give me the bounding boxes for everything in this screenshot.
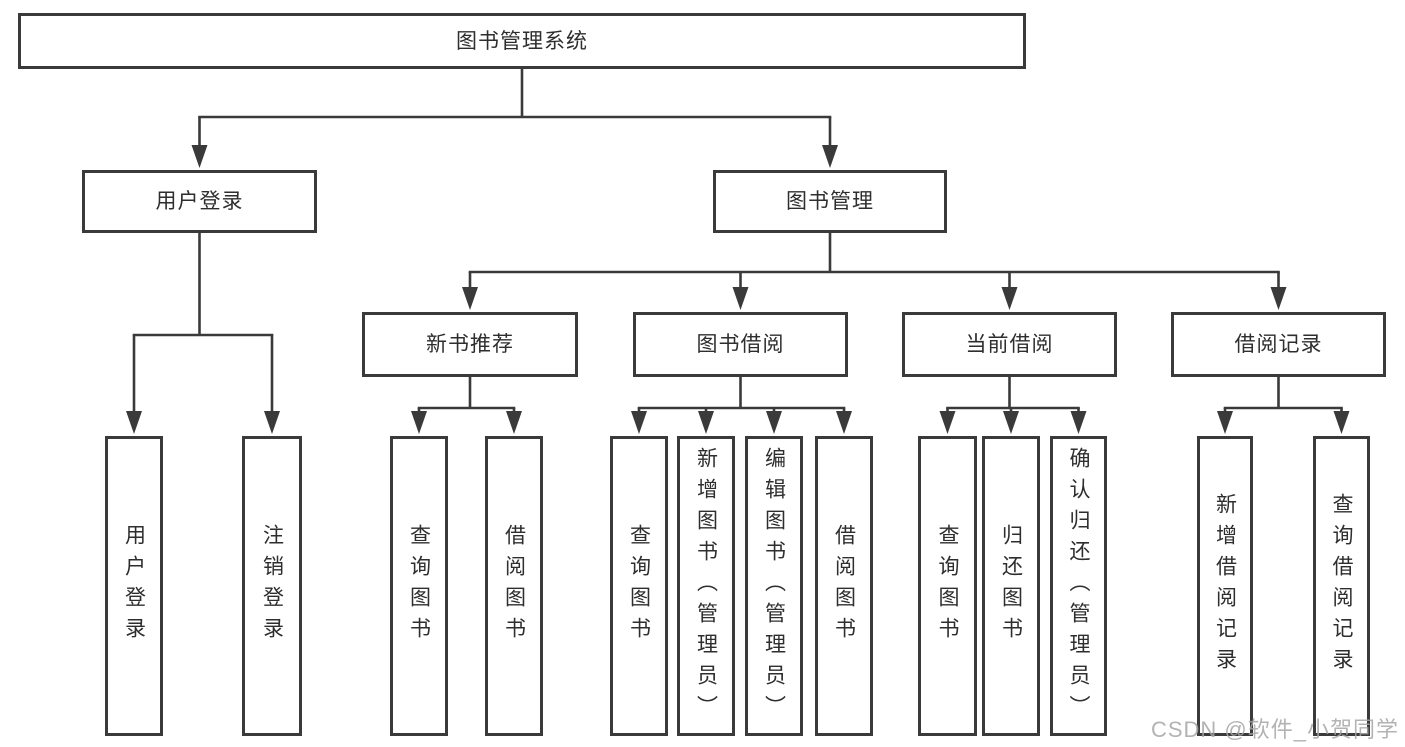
- node-label-new-book-rec: 新书推荐: [426, 333, 514, 356]
- connector-book-borrow: [631, 376, 852, 434]
- node-label-leaf-query-record: 查询借阅记录: [1330, 493, 1353, 679]
- node-book-mgmt: 图书管理: [713, 170, 947, 233]
- arrowhead-icon: [1217, 411, 1233, 434]
- node-label-leaf-query-book-1: 查询图书: [407, 524, 431, 648]
- arrowhead-icon: [939, 411, 956, 434]
- node-current-borrow: 当前借阅: [902, 312, 1117, 377]
- node-borrow-records: 借阅记录: [1171, 312, 1386, 377]
- arrowhead-icon: [462, 287, 478, 310]
- node-label-borrow-records: 借阅记录: [1234, 333, 1323, 356]
- node-label-leaf-edit-book: 编辑图书（管理员）: [762, 446, 786, 726]
- node-leaf-query-record: 查询借阅记录: [1313, 436, 1370, 736]
- arrowhead-icon: [766, 411, 782, 434]
- node-user-login: 用户登录: [82, 170, 317, 233]
- node-label-leaf-add-record: 新增借阅记录: [1213, 493, 1237, 679]
- connector-root: [191, 68, 838, 168]
- node-leaf-add-record: 新增借阅记录: [1197, 436, 1253, 736]
- arrowhead-icon: [264, 411, 280, 434]
- node-new-book-rec: 新书推荐: [362, 312, 578, 377]
- arrowhead-icon: [506, 411, 522, 434]
- node-label-leaf-return-book: 归还图书: [999, 524, 1023, 648]
- arrowhead-icon: [1001, 287, 1018, 310]
- arrowhead-icon: [698, 411, 714, 434]
- node-leaf-edit-book: 编辑图书（管理员）: [745, 436, 803, 736]
- node-label-book-mgmt: 图书管理: [786, 190, 874, 213]
- arrowhead-icon: [191, 145, 208, 168]
- node-leaf-user-login: 用户登录: [105, 436, 163, 736]
- arrowhead-icon: [126, 411, 142, 434]
- arrowhead-icon: [732, 287, 749, 310]
- node-leaf-query-book-1: 查询图书: [390, 436, 448, 736]
- node-label-root: 图书管理系统: [456, 29, 588, 53]
- node-label-user-login: 用户登录: [155, 190, 244, 213]
- node-root: 图书管理系统: [18, 13, 1026, 69]
- arrowhead-icon: [631, 411, 647, 434]
- node-label-leaf-borrow-book-2: 借阅图书: [832, 524, 856, 648]
- node-label-current-borrow: 当前借阅: [965, 333, 1054, 356]
- node-leaf-confirm-return: 确认归还（管理员）: [1050, 436, 1107, 736]
- connector-new-book-rec: [411, 376, 522, 434]
- node-leaf-borrow-book-1: 借阅图书: [485, 436, 543, 736]
- connector-book-mgmt: [462, 232, 1287, 310]
- arrowhead-icon: [836, 411, 852, 434]
- arrowhead-icon: [1270, 287, 1287, 310]
- connector-borrow-records: [1217, 376, 1350, 434]
- arrowhead-icon: [1070, 411, 1087, 434]
- node-leaf-query-book-2: 查询图书: [610, 436, 668, 736]
- node-leaf-logout: 注销登录: [242, 436, 302, 736]
- node-label-leaf-logout: 注销登录: [260, 524, 284, 648]
- node-label-leaf-query-book-2: 查询图书: [627, 524, 651, 648]
- arrowhead-icon: [822, 145, 838, 168]
- node-label-leaf-add-book: 新增图书（管理员）: [694, 446, 718, 726]
- arrowhead-icon: [1333, 411, 1350, 434]
- node-label-leaf-query-book-3: 查询图书: [936, 524, 959, 648]
- node-label-book-borrow: 图书借阅: [696, 333, 785, 356]
- node-label-leaf-user-login: 用户登录: [122, 524, 146, 648]
- arrowhead-icon: [411, 411, 427, 434]
- node-book-borrow: 图书借阅: [633, 312, 848, 377]
- node-leaf-borrow-book-2: 借阅图书: [815, 436, 873, 736]
- arrowhead-icon: [1003, 411, 1019, 434]
- connector-user-login: [126, 232, 280, 434]
- node-leaf-return-book: 归还图书: [982, 436, 1040, 736]
- node-leaf-query-book-3: 查询图书: [918, 436, 977, 736]
- connector-current-borrow: [939, 376, 1087, 434]
- node-label-leaf-borrow-book-1: 借阅图书: [502, 524, 526, 648]
- node-label-leaf-confirm-return: 确认归还（管理员）: [1067, 446, 1090, 726]
- node-leaf-add-book: 新增图书（管理员）: [677, 436, 735, 736]
